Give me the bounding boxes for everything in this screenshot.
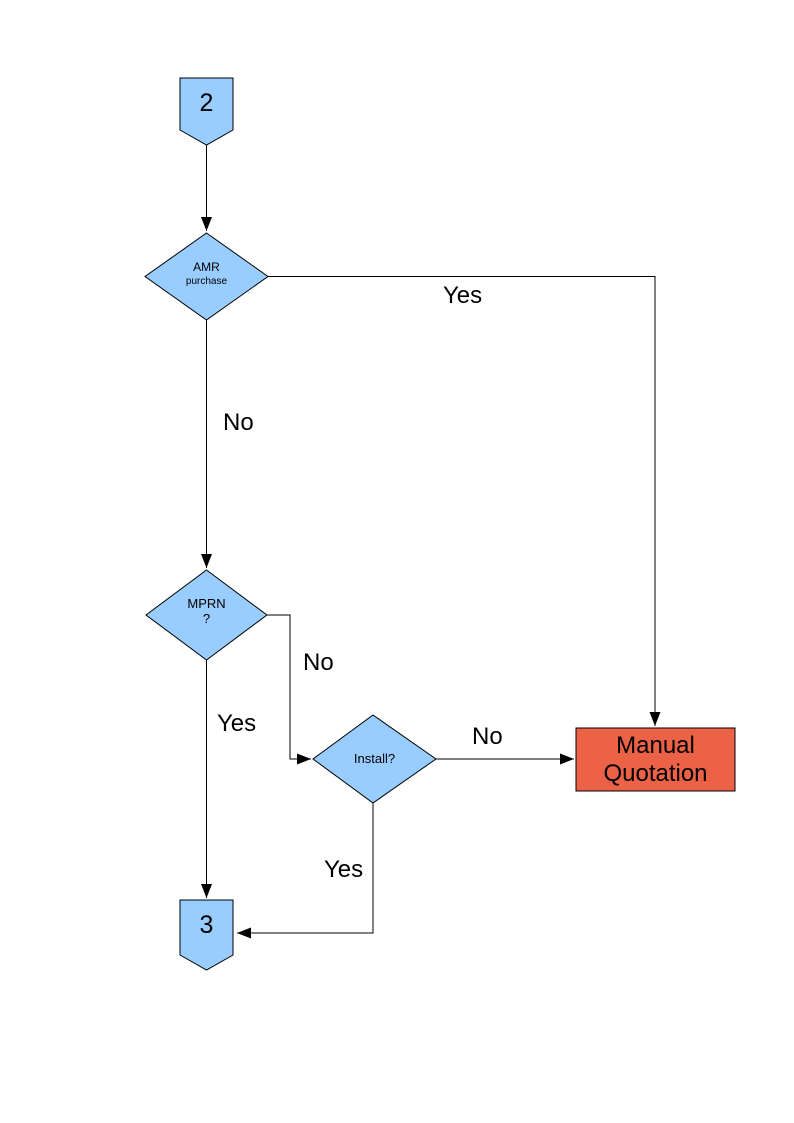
connector-2-label: 2 xyxy=(199,89,214,117)
mprn-decision-label: MPRN ? xyxy=(146,596,267,626)
mprn-decision-shape xyxy=(145,569,268,661)
manual-quotation-line2: Quotation xyxy=(603,760,708,787)
manual-quotation-process-shape xyxy=(575,727,736,792)
connector-3-label: 3 xyxy=(199,911,214,939)
edge-label-install-yes: Yes xyxy=(324,856,364,883)
install-decision-shape xyxy=(312,714,437,804)
amr-decision-label: AMR purchase xyxy=(145,259,268,288)
edge-label-amr-no: No xyxy=(223,409,254,436)
manual-quotation-line1: Manual xyxy=(616,732,695,759)
edge-label-amr-yes: Yes xyxy=(443,282,483,309)
edge-label-install-no: No xyxy=(472,723,503,750)
install-decision-label: Install? xyxy=(353,751,396,766)
edge-label-mprn-yes: Yes xyxy=(217,710,257,737)
amr-purchase-decision-shape xyxy=(144,232,269,321)
edge-label-mprn-no: No xyxy=(303,649,334,676)
offpage-connector-2-shape xyxy=(179,77,234,146)
amr-decision-line1: AMR xyxy=(193,260,220,274)
edge-mprn-no-to-install xyxy=(267,614,311,765)
manual-quotation-label: Manual Quotation xyxy=(576,732,735,788)
amr-decision-line2: purchase xyxy=(185,276,228,287)
mprn-decision-line2: ? xyxy=(202,611,211,626)
edge-install-yes-to-connector3 xyxy=(237,803,374,939)
edge-amr-yes-to-manual-quotation xyxy=(268,276,661,726)
mprn-decision-line1: MPRN xyxy=(187,596,226,611)
offpage-connector-3-shape xyxy=(179,899,234,971)
